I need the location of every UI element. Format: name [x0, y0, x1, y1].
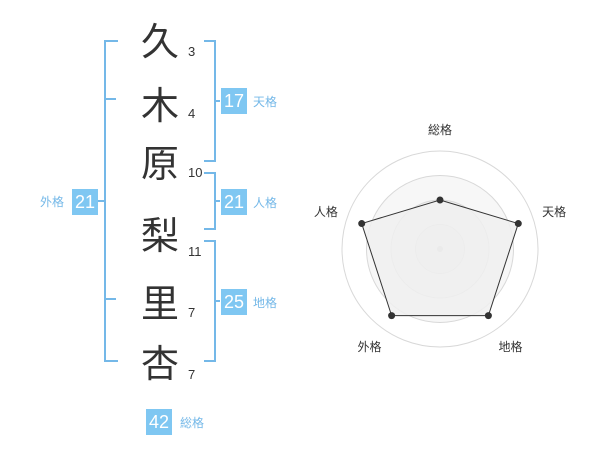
stroke-count-5: 7	[188, 305, 196, 320]
name-char-6: 杏	[140, 342, 179, 386]
chikaku-connector	[214, 300, 220, 302]
gaikaku-tick	[104, 298, 116, 300]
gaikaku-connector	[96, 200, 104, 202]
radar-point-4	[388, 312, 396, 320]
name-char-4: 梨	[140, 214, 179, 258]
stroke-count-4: 11	[188, 244, 202, 259]
jinkaku-label: 人格	[253, 196, 278, 210]
gaikaku-tick	[104, 98, 116, 100]
radar-point-3	[484, 312, 492, 320]
radar-axis-label: 地格	[498, 339, 523, 354]
name-char-2: 木	[140, 84, 179, 128]
radar-axis-label: 天格	[542, 205, 567, 220]
jinkaku-badge: 21	[221, 189, 248, 215]
radar-point-1	[436, 196, 444, 204]
tenkaku-label: 天格	[253, 95, 278, 109]
radar-polygon	[361, 199, 519, 317]
radar-axis-label: 人格	[313, 205, 338, 220]
radar-axis-label: 総格	[428, 122, 453, 137]
gaikaku-badge: 21	[72, 189, 99, 215]
soukaku-badge: 42	[146, 409, 173, 435]
gaikaku-bracket	[104, 40, 118, 362]
chikaku-badge: 25	[221, 289, 248, 315]
radar-points	[358, 196, 522, 320]
stroke-count-3: 10	[188, 165, 203, 180]
tenkaku-badge: 17	[221, 88, 248, 114]
tenkaku-connector	[214, 100, 220, 102]
name-char-1: 久	[140, 20, 179, 64]
radar-point-2	[514, 220, 522, 228]
radar-chart	[341, 150, 539, 348]
gaikaku-label: 外格	[40, 195, 65, 209]
soukaku-label: 総格	[180, 416, 205, 430]
stroke-count-2: 4	[188, 106, 196, 121]
chikaku-label: 地格	[253, 296, 278, 310]
name-char-3: 原	[140, 142, 179, 186]
jinkaku-connector	[214, 200, 220, 202]
radar-point-5	[358, 220, 366, 228]
radar-axis-label: 外格	[357, 339, 382, 354]
stroke-count-1: 3	[188, 44, 196, 59]
name-char-5: 里	[140, 282, 179, 326]
stroke-count-6: 7	[188, 367, 196, 382]
